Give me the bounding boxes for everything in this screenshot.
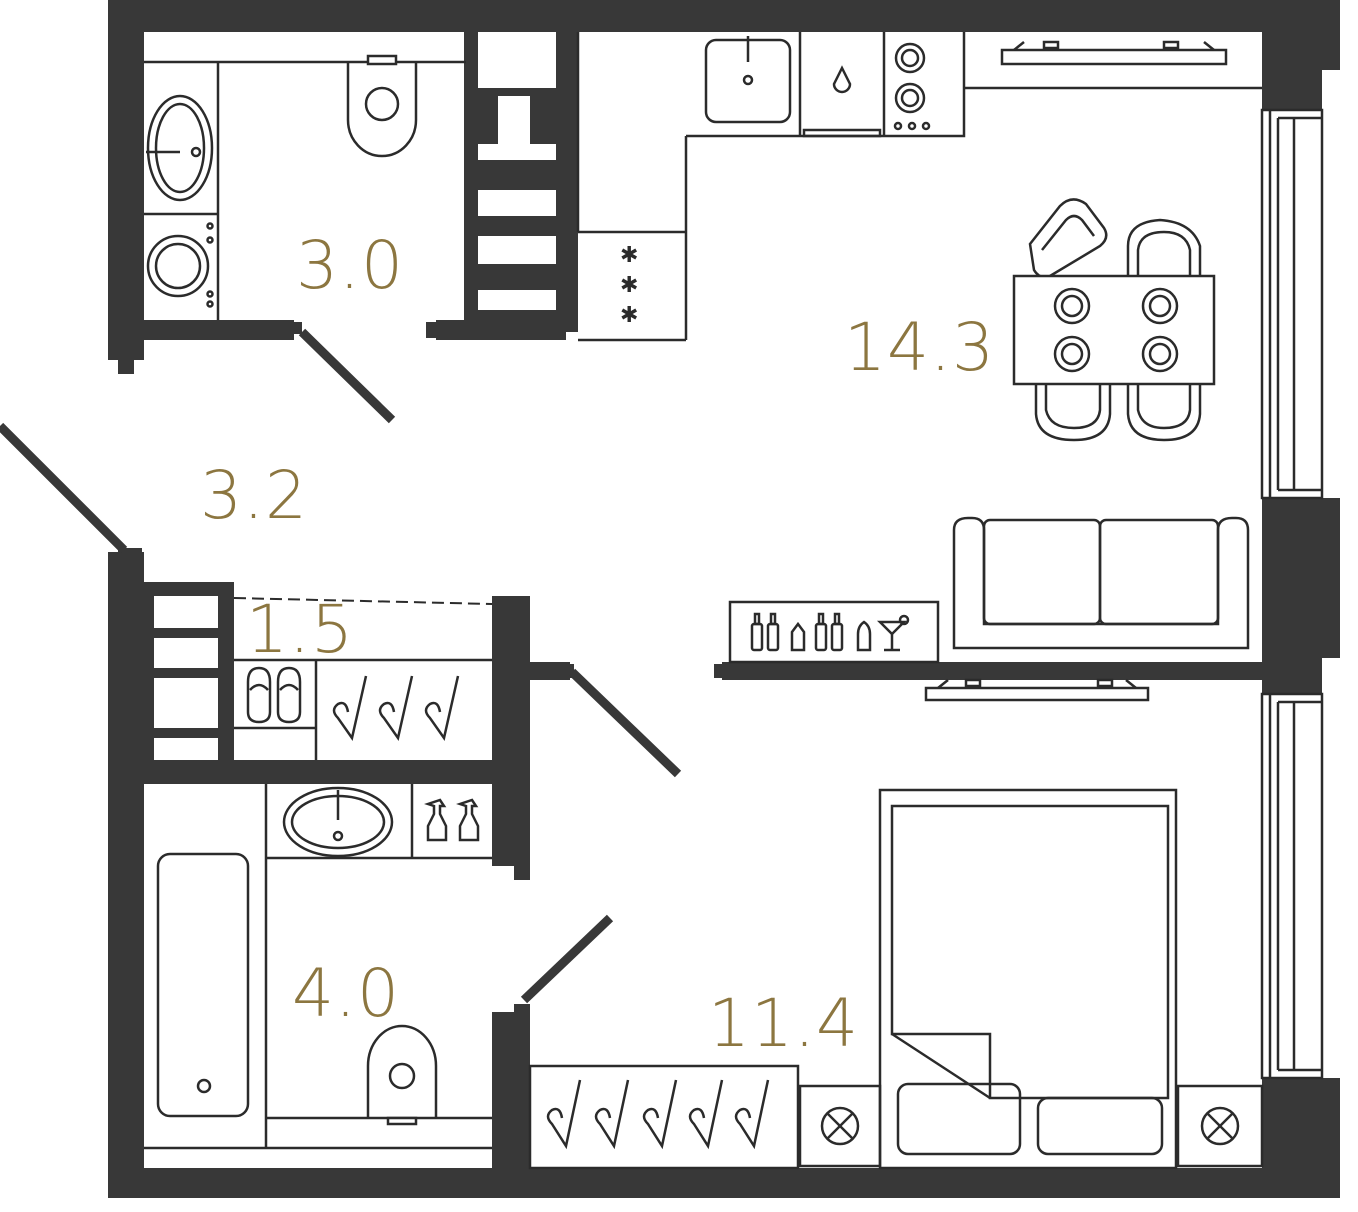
chair-icon [1034,384,1112,442]
slippers-icon [246,666,302,724]
room-area-bathroom: 4.0 [292,955,400,1032]
hanger-icon [642,1079,678,1150]
sofa-icon [952,516,1250,650]
room-area-wc: 3.0 [296,227,404,304]
svg-text:✱: ✱ [620,243,638,268]
chair-icon [1028,198,1108,279]
hanger-icon [688,1079,724,1150]
hanger-icon [332,675,368,742]
bathroom-room: 4.0 [144,784,492,1150]
hanger-icon [594,1079,630,1150]
tv-icon [924,678,1150,702]
room-area-hall: 3.2 [200,457,308,534]
wc-room: 3.0 [144,54,466,320]
dining-table-icon [1012,198,1216,442]
hob-icon [893,42,931,131]
room-area-wardrobe: 1.5 [246,591,354,668]
window-icon [1260,108,1324,1080]
freezer-icon: ✱ ✱ ✱ [620,243,638,328]
bathroom-door [520,914,614,1004]
walls [108,0,1340,1198]
double-bed-icon [878,788,1178,1170]
washing-machine-icon [146,222,214,308]
washbasin-icon [282,786,394,858]
bathtub-icon [156,852,250,1118]
bedside-lamp-icon [1176,1084,1264,1168]
hanger-icon [734,1079,770,1150]
entrance-door [0,422,128,554]
kitchen-sink-icon [704,36,792,124]
wardrobe-room: 1.5 [233,591,493,760]
bedside-lamp-icon [798,1084,882,1168]
tv-icon [1000,40,1228,66]
wc-door [298,328,396,424]
kitchen-living-room: ✱ ✱ ✱ [576,32,1262,664]
doors [0,328,682,1004]
spray-bottle-icon [424,798,480,842]
bedroom-room: 11.4 [528,678,1264,1170]
hanger-icon [424,675,460,742]
chair-icon [1126,218,1202,276]
chair-icon [1126,384,1202,442]
bar-cabinet-icon [728,600,940,664]
hanger-icon [378,675,414,742]
room-area-bedroom: 11.4 [708,985,859,1062]
hanger-icon [546,1079,582,1150]
svg-text:✱: ✱ [620,303,638,328]
washbasin-icon [146,94,214,202]
toilet-icon [366,1024,438,1126]
toilet-icon [346,54,418,158]
room-area-kitchen-living: 14.3 [844,309,995,386]
kitchen-door [568,668,682,778]
svg-text:✱: ✱ [620,273,638,298]
water-filter-icon [802,65,882,138]
